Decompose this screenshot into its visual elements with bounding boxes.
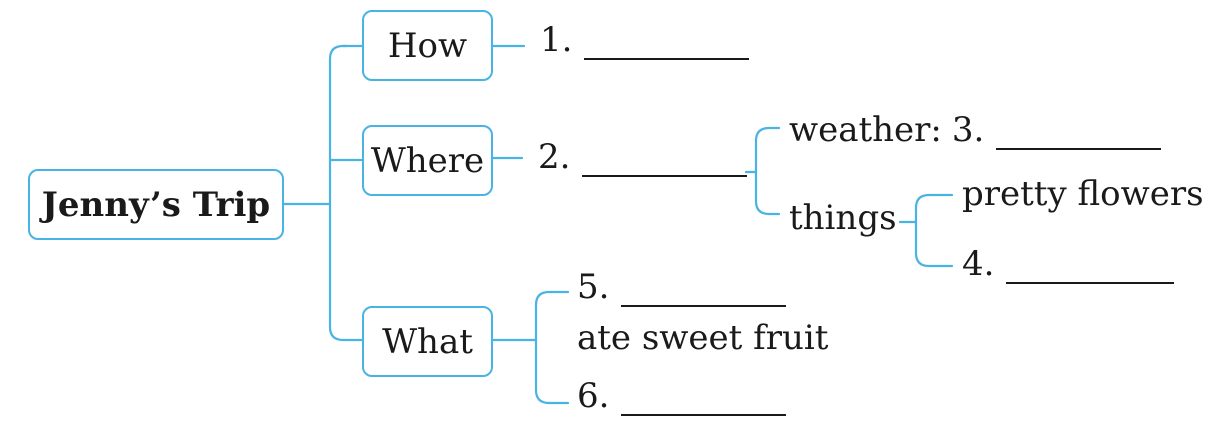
what-item-text: ate sweet fruit bbox=[577, 318, 829, 358]
answer-3-number: 3. bbox=[951, 110, 985, 150]
answer-3-line[interactable] bbox=[996, 118, 1162, 150]
how-label: How bbox=[387, 25, 468, 66]
what-item-row: ate sweet fruit bbox=[577, 318, 828, 358]
root-node-label: Jenny’s Trip bbox=[41, 184, 271, 225]
where-label: Where bbox=[370, 140, 485, 181]
branch-node-where: Where bbox=[362, 125, 493, 196]
where-sub-bracket bbox=[754, 126, 781, 216]
answer-4-line[interactable] bbox=[1006, 252, 1175, 284]
things-bracket bbox=[914, 193, 954, 268]
answer-1-line[interactable] bbox=[584, 28, 750, 60]
root-node-jennys-trip: Jenny’s Trip bbox=[28, 169, 284, 240]
answer-blank-5: 5. bbox=[577, 267, 787, 307]
answer-5-line[interactable] bbox=[621, 275, 787, 307]
main-trunk bbox=[328, 44, 366, 342]
answer-blank-4: 4. bbox=[962, 244, 1175, 284]
branch-node-how: How bbox=[362, 10, 493, 81]
what-label: What bbox=[382, 321, 473, 362]
answer-blank-2: 2. bbox=[538, 137, 748, 177]
answer-6-number: 6. bbox=[577, 376, 610, 416]
things-item-text: pretty flowers bbox=[962, 174, 1204, 214]
weather-label: weather: bbox=[789, 110, 942, 150]
answer-6-line[interactable] bbox=[621, 384, 787, 416]
answer-2-line[interactable] bbox=[582, 145, 748, 177]
answer-5-number: 5. bbox=[577, 267, 610, 307]
answer-blank-6: 6. bbox=[577, 376, 787, 416]
branch-node-what: What bbox=[362, 306, 493, 377]
what-bracket bbox=[534, 290, 570, 405]
things-label: things bbox=[789, 198, 897, 238]
things-row: things bbox=[789, 198, 897, 238]
answer-blank-1: 1. bbox=[540, 20, 750, 60]
answer-2-number: 2. bbox=[538, 137, 571, 177]
things-item-row: pretty flowers bbox=[962, 174, 1204, 214]
answer-4-number: 4. bbox=[962, 244, 995, 284]
answer-1-number: 1. bbox=[540, 20, 573, 60]
weather-row: weather: 3. bbox=[789, 110, 1162, 150]
